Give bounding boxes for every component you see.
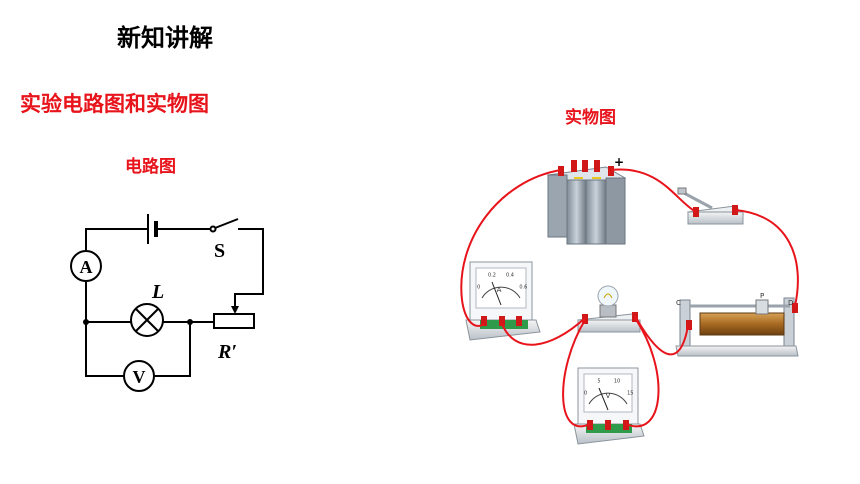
wire-lamp-rheostat	[634, 315, 689, 356]
switch-label: S	[214, 240, 225, 262]
rheostat-device	[675, 297, 799, 357]
voltmeter-device	[573, 367, 645, 445]
lamp-device	[577, 285, 642, 333]
page-title: 新知讲解	[117, 24, 213, 52]
wire-top-right	[234, 228, 264, 308]
wire-lamp-voltmeter-right	[625, 317, 660, 428]
battery-pack	[546, 160, 627, 245]
ammeter-symbol: A	[80, 257, 93, 277]
rheostat-slider-arrow	[231, 306, 239, 314]
junction-right	[187, 319, 193, 325]
lamp-label: L	[151, 281, 164, 303]
wire-switch-rheostat	[734, 209, 799, 307]
wire-lamp-voltmeter-left	[562, 319, 591, 428]
voltmeter-scale-label: 5	[597, 379, 600, 385]
wire-top-left	[85, 228, 148, 252]
voltmeter-face-letter: V	[606, 392, 611, 400]
ammeter-scale-label: 0.6	[519, 285, 527, 291]
rheostat-terminal-c: C	[676, 299, 681, 307]
voltmeter-scale-label: 10	[614, 379, 620, 385]
wire-battery-switch	[610, 168, 697, 213]
junction-left	[83, 319, 89, 325]
wire-battery-ammeter	[460, 169, 562, 327]
ammeter-scale-label: 0.4	[506, 273, 514, 279]
ammeter-scale-label: 0	[477, 285, 480, 291]
lamp-cross-b	[135, 308, 159, 332]
rheostat-body	[213, 313, 255, 329]
wire-ammeter-lamp	[501, 317, 586, 346]
voltmeter-scale-label: 0	[584, 391, 587, 397]
red-wires	[460, 168, 799, 428]
section-title: 实验电路图和实物图	[20, 92, 209, 116]
ammeter-scale-label: 0.2	[488, 273, 496, 279]
circuit-diagram-label: 电路图	[125, 157, 176, 177]
wire-volt-left	[85, 322, 124, 377]
ammeter-face-letter: A	[497, 286, 502, 294]
rheostat-terminal-p: P	[760, 292, 764, 300]
wire-volt-right	[154, 322, 191, 377]
lamp-circle	[130, 303, 164, 337]
battery-plus-sign: +	[614, 155, 624, 169]
switch-pivot	[209, 225, 217, 233]
switch-blade	[214, 218, 239, 229]
physical-diagram-label: 实物图	[565, 108, 616, 128]
rheostat-terminal-d: D	[788, 299, 793, 307]
voltmeter-symbol: V	[133, 367, 146, 387]
rheostat-label: R′	[217, 341, 237, 363]
voltmeter-scale-label: 15	[627, 391, 633, 397]
ammeter-device	[465, 261, 541, 341]
ammeter-circle	[70, 250, 102, 282]
